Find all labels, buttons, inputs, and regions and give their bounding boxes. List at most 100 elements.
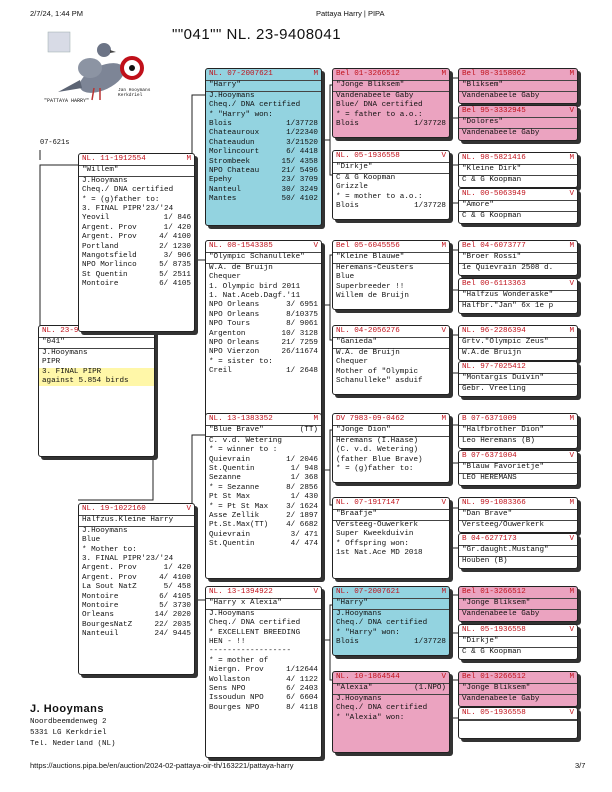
result-text: Mother of "Olympic [336, 367, 419, 376]
bird-name-row: "Harry" [333, 599, 449, 608]
result-text: NPO Tours [209, 320, 251, 329]
ring-number: Bel 05-6045556 [336, 242, 400, 250]
pigeon-logo-icon [47, 31, 144, 101]
owner-name: C & G Koopman [462, 175, 522, 184]
result-text: * Offspring won: [336, 539, 409, 548]
owner-row: J.Hooymans [79, 527, 194, 536]
result-value: 8/ 4118 [286, 703, 318, 712]
ring-number: NL. 04-2056276 [336, 327, 400, 335]
result-row: * = (g)father to: [333, 465, 449, 474]
ring-number: Bel 01-3266512 [336, 70, 400, 78]
owner-row: Gebr. Vreeling [459, 385, 577, 394]
result-row: * EXCELLENT BREEDING [206, 629, 321, 638]
owner-row: J.Hooymans [39, 349, 154, 358]
ring-number: NL. 05-1936558 [462, 626, 526, 634]
bird-name-row: "Harry" [206, 81, 321, 90]
result-row: Cheq./ DNA certified [206, 101, 321, 110]
bird-name-row: "Blue Brave"(TT) [206, 426, 321, 435]
ring-number: Bel 04-6073777 [462, 242, 526, 250]
sex-label: M [186, 155, 191, 163]
result-row: PIPR [39, 358, 154, 367]
result-text: Bourges NPO [209, 703, 260, 712]
result-text: Blois [336, 120, 359, 129]
bird-name: "Jonge Bliksem" [462, 684, 531, 693]
result-text: St.Quentin [209, 465, 255, 474]
footer-url[interactable]: https://auctions.pipa.be/en/auction/2024… [30, 761, 294, 770]
result-value: 22/ 2035 [154, 620, 191, 629]
bird-name-row: "Willem" [79, 166, 194, 175]
result-text: St.Quentin [209, 540, 255, 549]
result-text: * "Harry" won: [209, 110, 273, 119]
result-row: * = father to a.o.: [333, 111, 449, 120]
result-text: 1. Olympic bird 2011 [209, 282, 301, 291]
header-site: Pattaya Harry | PIPA [316, 9, 385, 18]
result-text: Mangotsfield [82, 252, 137, 261]
result-row: Mother of "Olympic [333, 368, 449, 377]
bird-name: "Gr.daught.Mustang" [462, 546, 549, 555]
result-value: 3/ 6951 [286, 301, 318, 310]
result-row: * "Alexia" won: [333, 714, 449, 723]
owner-name: Halfbr."Jan" 6x 1e p [462, 301, 554, 310]
result-value: 3/ 471 [290, 530, 318, 539]
bird-name-row: Grtv."Olympic Zeus" [459, 338, 577, 347]
result-value: 1/37728 [414, 202, 446, 211]
page-number: 3/7 [575, 761, 586, 770]
result-value: 2/ 1230 [159, 242, 191, 251]
result-text: Chateaudun [209, 138, 255, 147]
result-text: Montoire [82, 280, 119, 289]
result-text: NPO Chateau [209, 167, 260, 176]
result-row: Cheq./ DNA certified [79, 186, 194, 195]
result-text: Cheq./ DNA certified [336, 619, 428, 628]
bird-name: "Blauw Favorietje" [462, 463, 545, 472]
sex-label: V [441, 499, 446, 507]
owner-name: C. v.d. Wetering [209, 436, 282, 445]
result-value: 6/ 4105 [159, 592, 191, 601]
result-row: Super Kweekduivin [333, 530, 449, 539]
owner-name: J.Hooymans [336, 694, 382, 703]
result-text: Chequer [209, 273, 241, 282]
owner-name: C & G Koopman [336, 173, 396, 182]
result-text: Sezanne [209, 474, 241, 483]
result-value: 1/ 420 [163, 223, 191, 232]
result-value: 3/ 906 [163, 252, 191, 261]
pedigree-box-fmmm: NL. 97-7025412"Montargis Duivin"Gebr. Vr… [458, 361, 578, 397]
result-text: Creil [209, 367, 232, 376]
result-text: Argent. Prov [82, 233, 137, 242]
result-text: Chateauroux [209, 129, 260, 138]
ring-number: NL. 13-1383352 [209, 415, 273, 423]
sex-label: V [313, 588, 318, 596]
owner-row: Vandenabeele Gaby [459, 695, 577, 704]
sex-label: V [569, 626, 574, 634]
result-row: HEN - !! [206, 638, 321, 647]
sex-label: M [441, 415, 446, 423]
footer-address-2: 5331 LG Kerkdriel [30, 729, 107, 737]
result-text: Blois [336, 638, 359, 647]
result-text: Nanteul [209, 185, 241, 194]
bird-name-row: "Olympic Schanulleke" [206, 253, 321, 262]
result-value: 21/ 7259 [281, 339, 318, 348]
result-row: Blue [79, 536, 194, 545]
